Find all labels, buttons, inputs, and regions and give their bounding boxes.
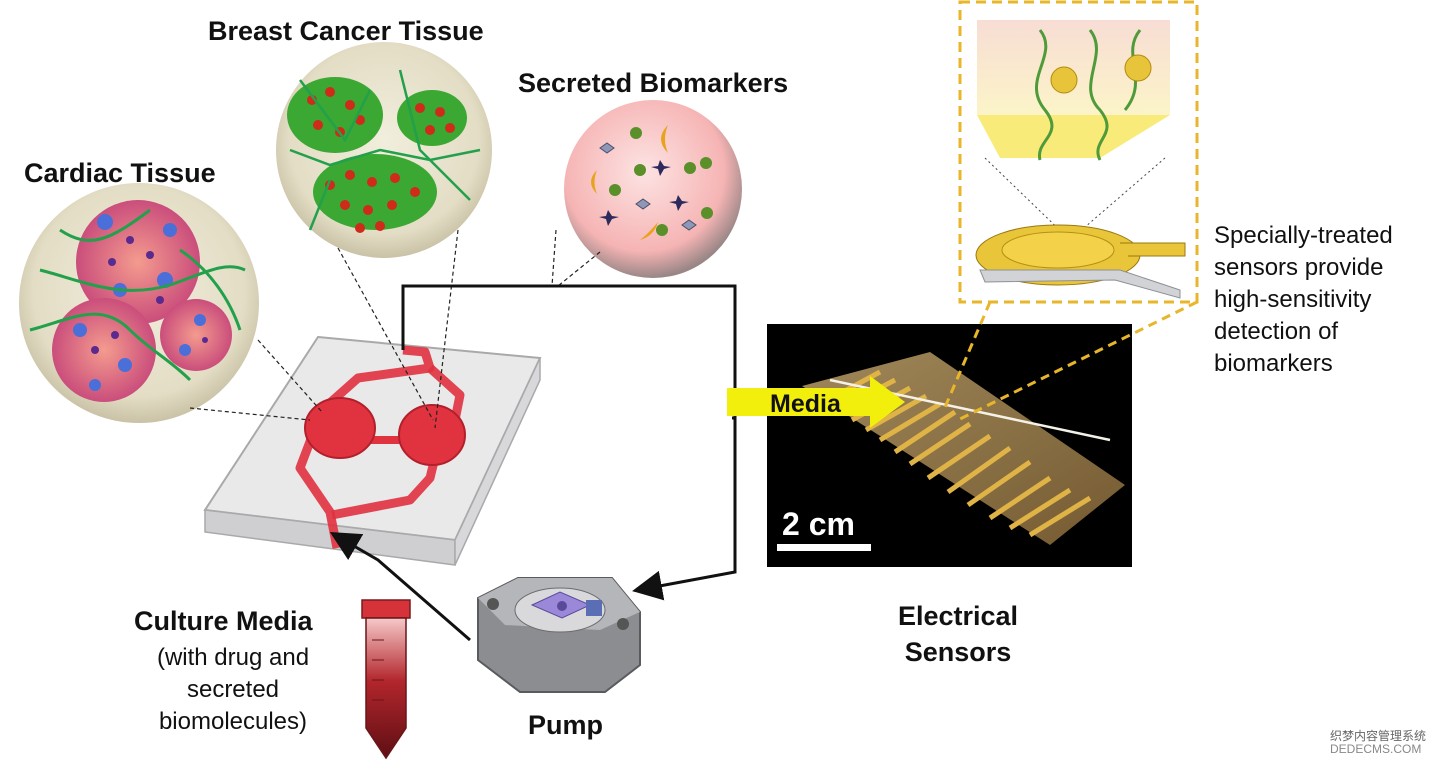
callout-lines xyxy=(189,229,601,429)
media-arrow-label: Media xyxy=(770,390,841,418)
breast-cancer-tissue-label: Breast Cancer Tissue xyxy=(208,16,484,46)
cardiac-chamber xyxy=(304,397,376,459)
scale-bar xyxy=(777,544,871,551)
sensor-note: Specially-treated sensors provide high-s… xyxy=(1214,222,1393,377)
electrical-sensors-label: Electrical Sensors xyxy=(897,601,1019,667)
breast-cancer-tissue-illustration xyxy=(276,42,492,258)
cardiac-tissue-label: Cardiac Tissue xyxy=(24,158,216,188)
secreted-biomarkers-label: Secreted Biomarkers xyxy=(518,68,789,98)
culture-media-label: Culture Media xyxy=(134,606,313,636)
cardiac-tissue-illustration xyxy=(19,183,259,423)
culture-media-tube xyxy=(361,599,411,760)
zoom-leader-lines xyxy=(941,300,1198,422)
breast-chamber xyxy=(398,404,466,466)
media-flow-arrow xyxy=(727,376,905,428)
scale-bar-label: 2 cm xyxy=(782,506,855,542)
pump-illustration xyxy=(477,577,641,693)
sensor-zoom-box xyxy=(958,0,1199,304)
watermark-line-1: 织梦内容管理系统 xyxy=(1330,729,1427,743)
pump-label: Pump xyxy=(528,710,604,740)
secreted-biomarkers-illustration xyxy=(564,100,742,278)
watermark-line-2: DEDECMS.COM xyxy=(1330,742,1422,756)
microfluidic-chip xyxy=(203,335,542,566)
culture-media-subtitle: (with drug and secreted biomolecules) xyxy=(156,644,310,735)
